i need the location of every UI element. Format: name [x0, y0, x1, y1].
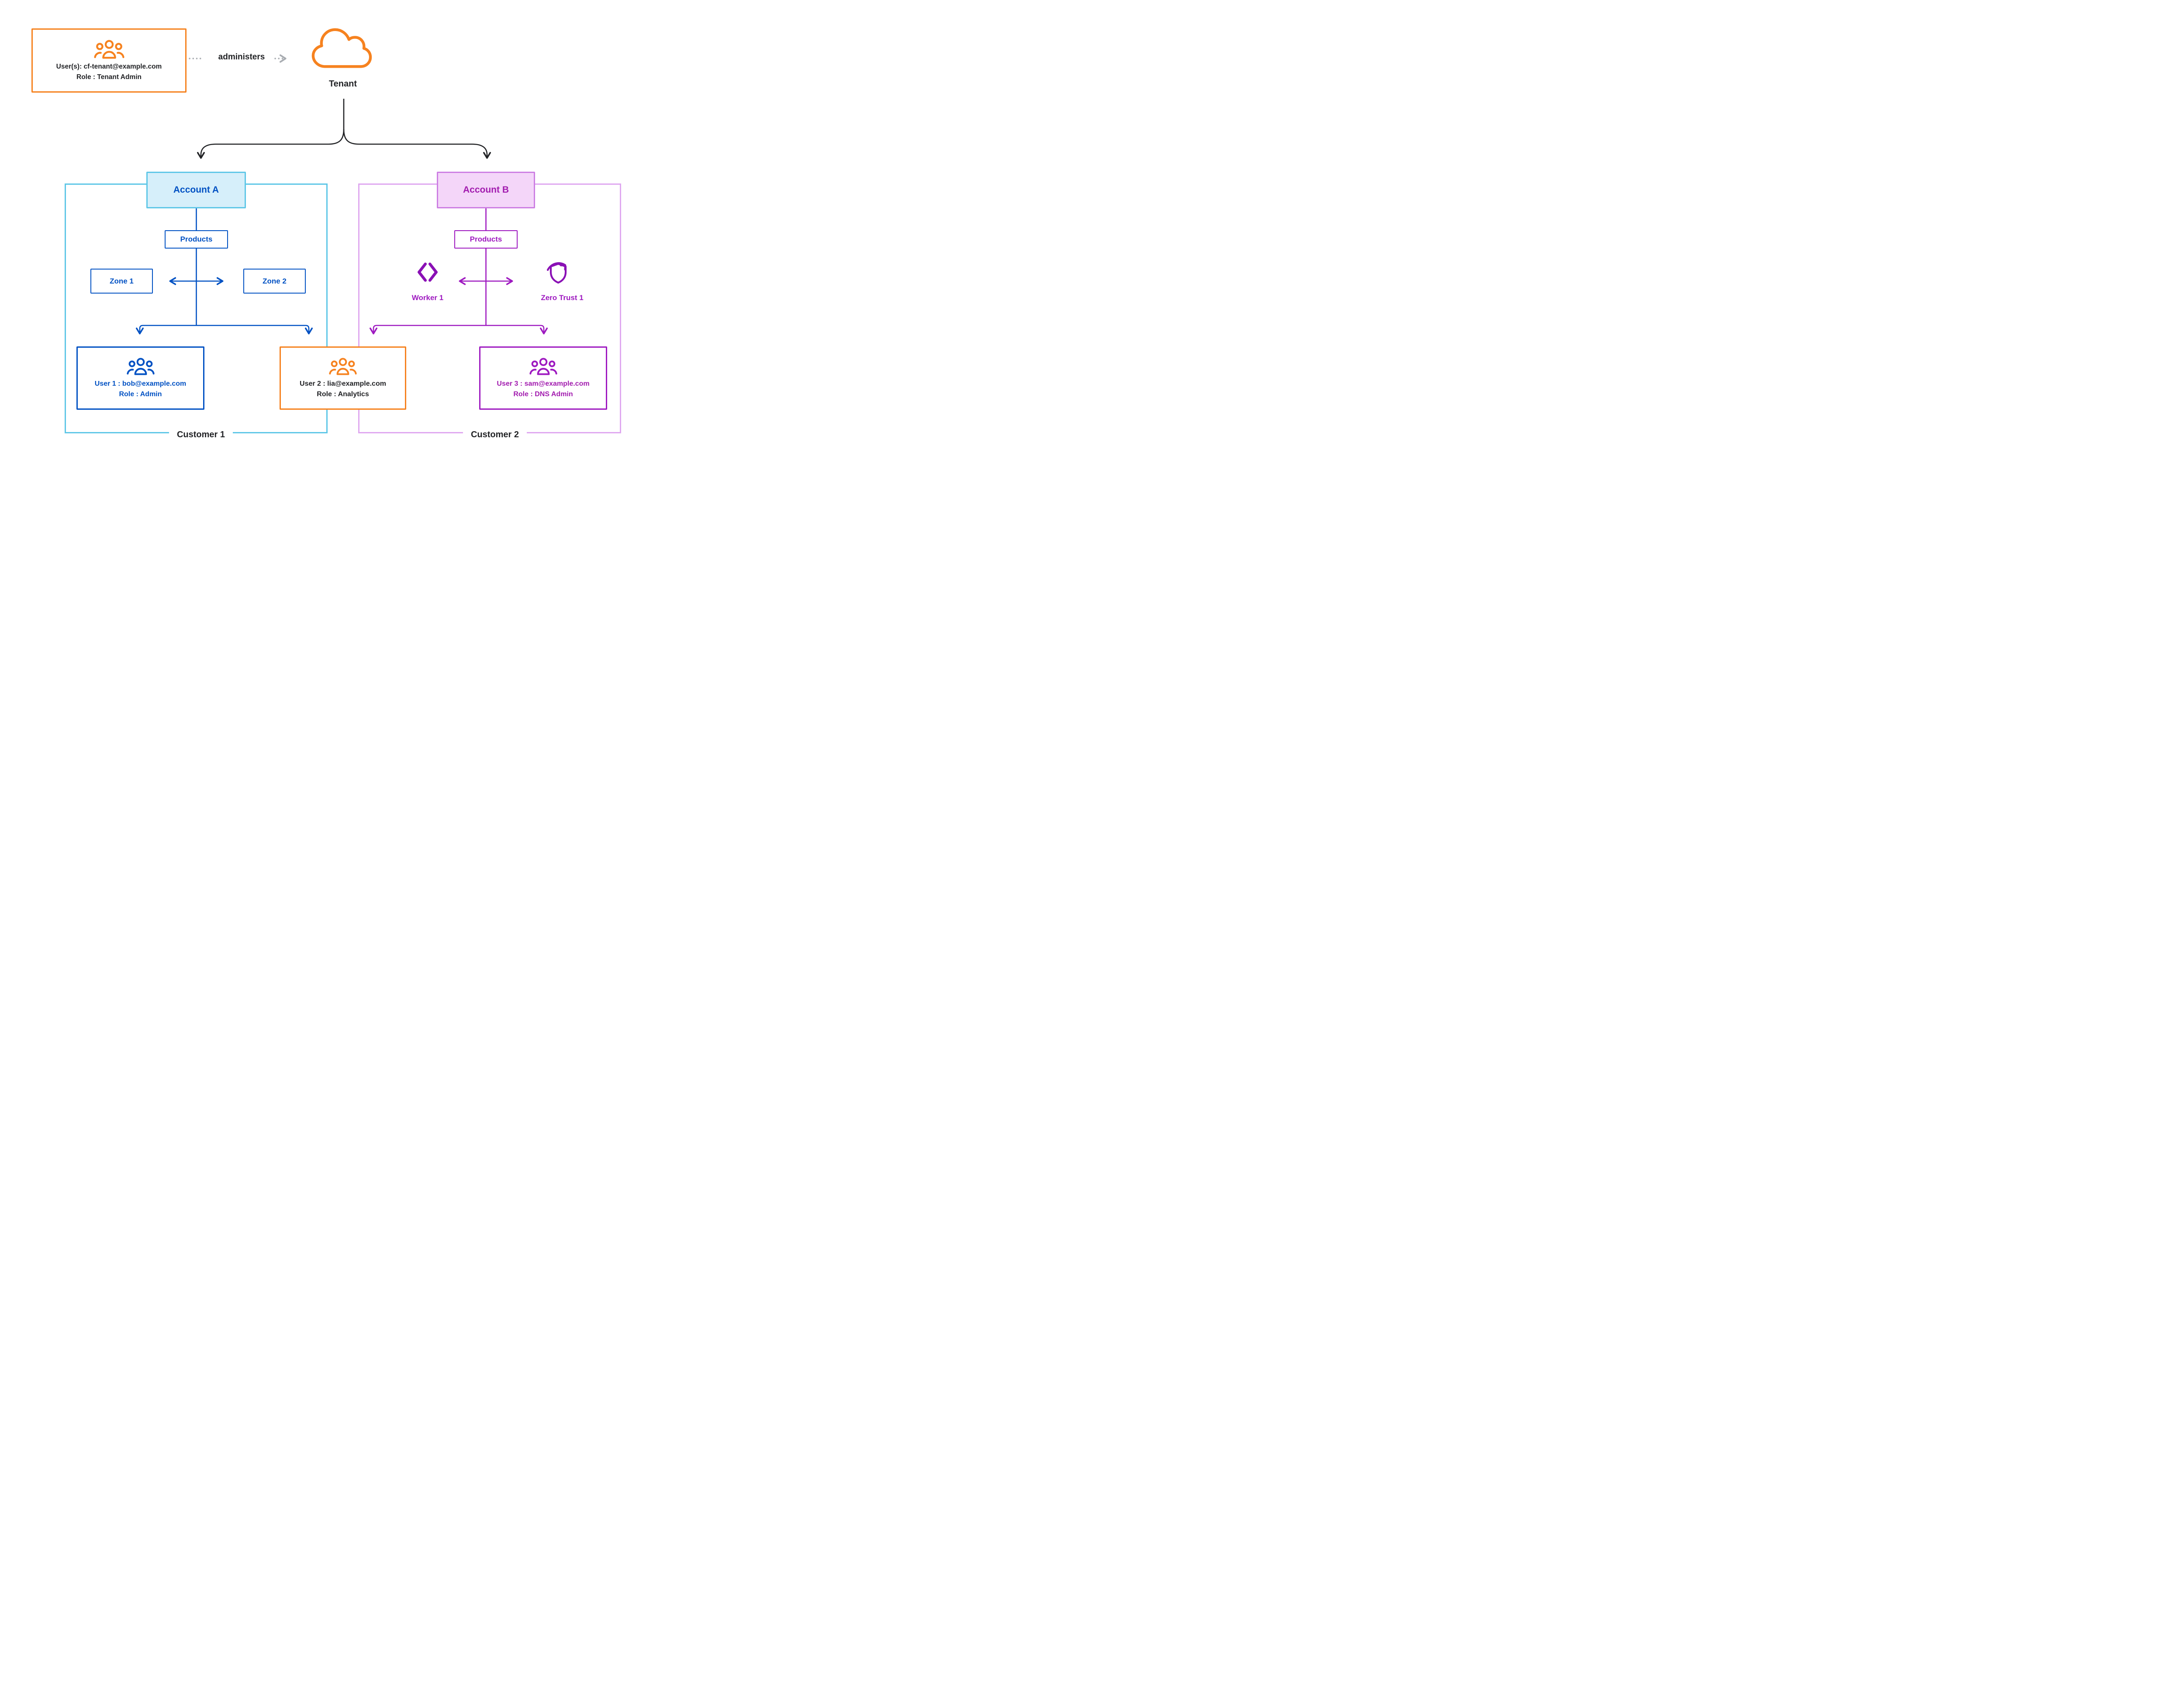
users-icon: [529, 357, 557, 375]
user2-name-text: User 2 : lia@example.com: [300, 380, 386, 387]
user1-name-text: User 1 : bob@example.com: [94, 380, 187, 387]
worker1-label: Worker 1: [411, 294, 444, 302]
cloud-icon: [307, 26, 379, 76]
user3-box: User 3 : sam@example.com Role : DNS Admi…: [479, 346, 607, 410]
workers-icon: [416, 260, 439, 284]
tenant-to-account-b-connector: [343, 129, 491, 159]
user2-role-text: Role : Analytics: [317, 390, 369, 398]
customer1-label: Customer 1: [169, 429, 233, 441]
tenant-admin-role-text: Role : Tenant Admin: [76, 73, 142, 81]
customer2-label: Customer 2: [463, 429, 527, 441]
user3-role-text: Role : DNS Admin: [513, 390, 573, 398]
account-b-box: Account B: [437, 172, 535, 208]
tenant-label: Tenant: [328, 79, 357, 89]
tenant-admin-box: User(s): cf-tenant@example.com Role : Te…: [31, 28, 187, 93]
products-a-box: Products: [165, 230, 228, 249]
administers-label: administers: [218, 52, 265, 62]
zero-trust1-label: Zero Trust 1: [541, 294, 584, 302]
users-icon: [126, 357, 155, 375]
user1-box: User 1 : bob@example.com Role : Admin: [76, 346, 204, 410]
tenant-to-account-a-connector: [197, 129, 345, 159]
users-icon: [329, 357, 357, 375]
user1-role-text: Role : Admin: [119, 390, 162, 398]
users-icon: [93, 39, 125, 59]
diagram-canvas: User(s): cf-tenant@example.com Role : Te…: [0, 0, 675, 467]
zero-trust-icon: [546, 259, 570, 285]
products-b-box: Products: [454, 230, 518, 249]
user2-box: User 2 : lia@example.com Role : Analytic…: [280, 346, 406, 410]
zone2-box: Zone 2: [243, 269, 306, 294]
zone1-box: Zone 1: [90, 269, 153, 294]
user3-name-text: User 3 : sam@example.com: [497, 380, 590, 387]
tenant-admin-users-text: User(s): cf-tenant@example.com: [56, 63, 162, 71]
account-a-box: Account A: [146, 172, 246, 208]
